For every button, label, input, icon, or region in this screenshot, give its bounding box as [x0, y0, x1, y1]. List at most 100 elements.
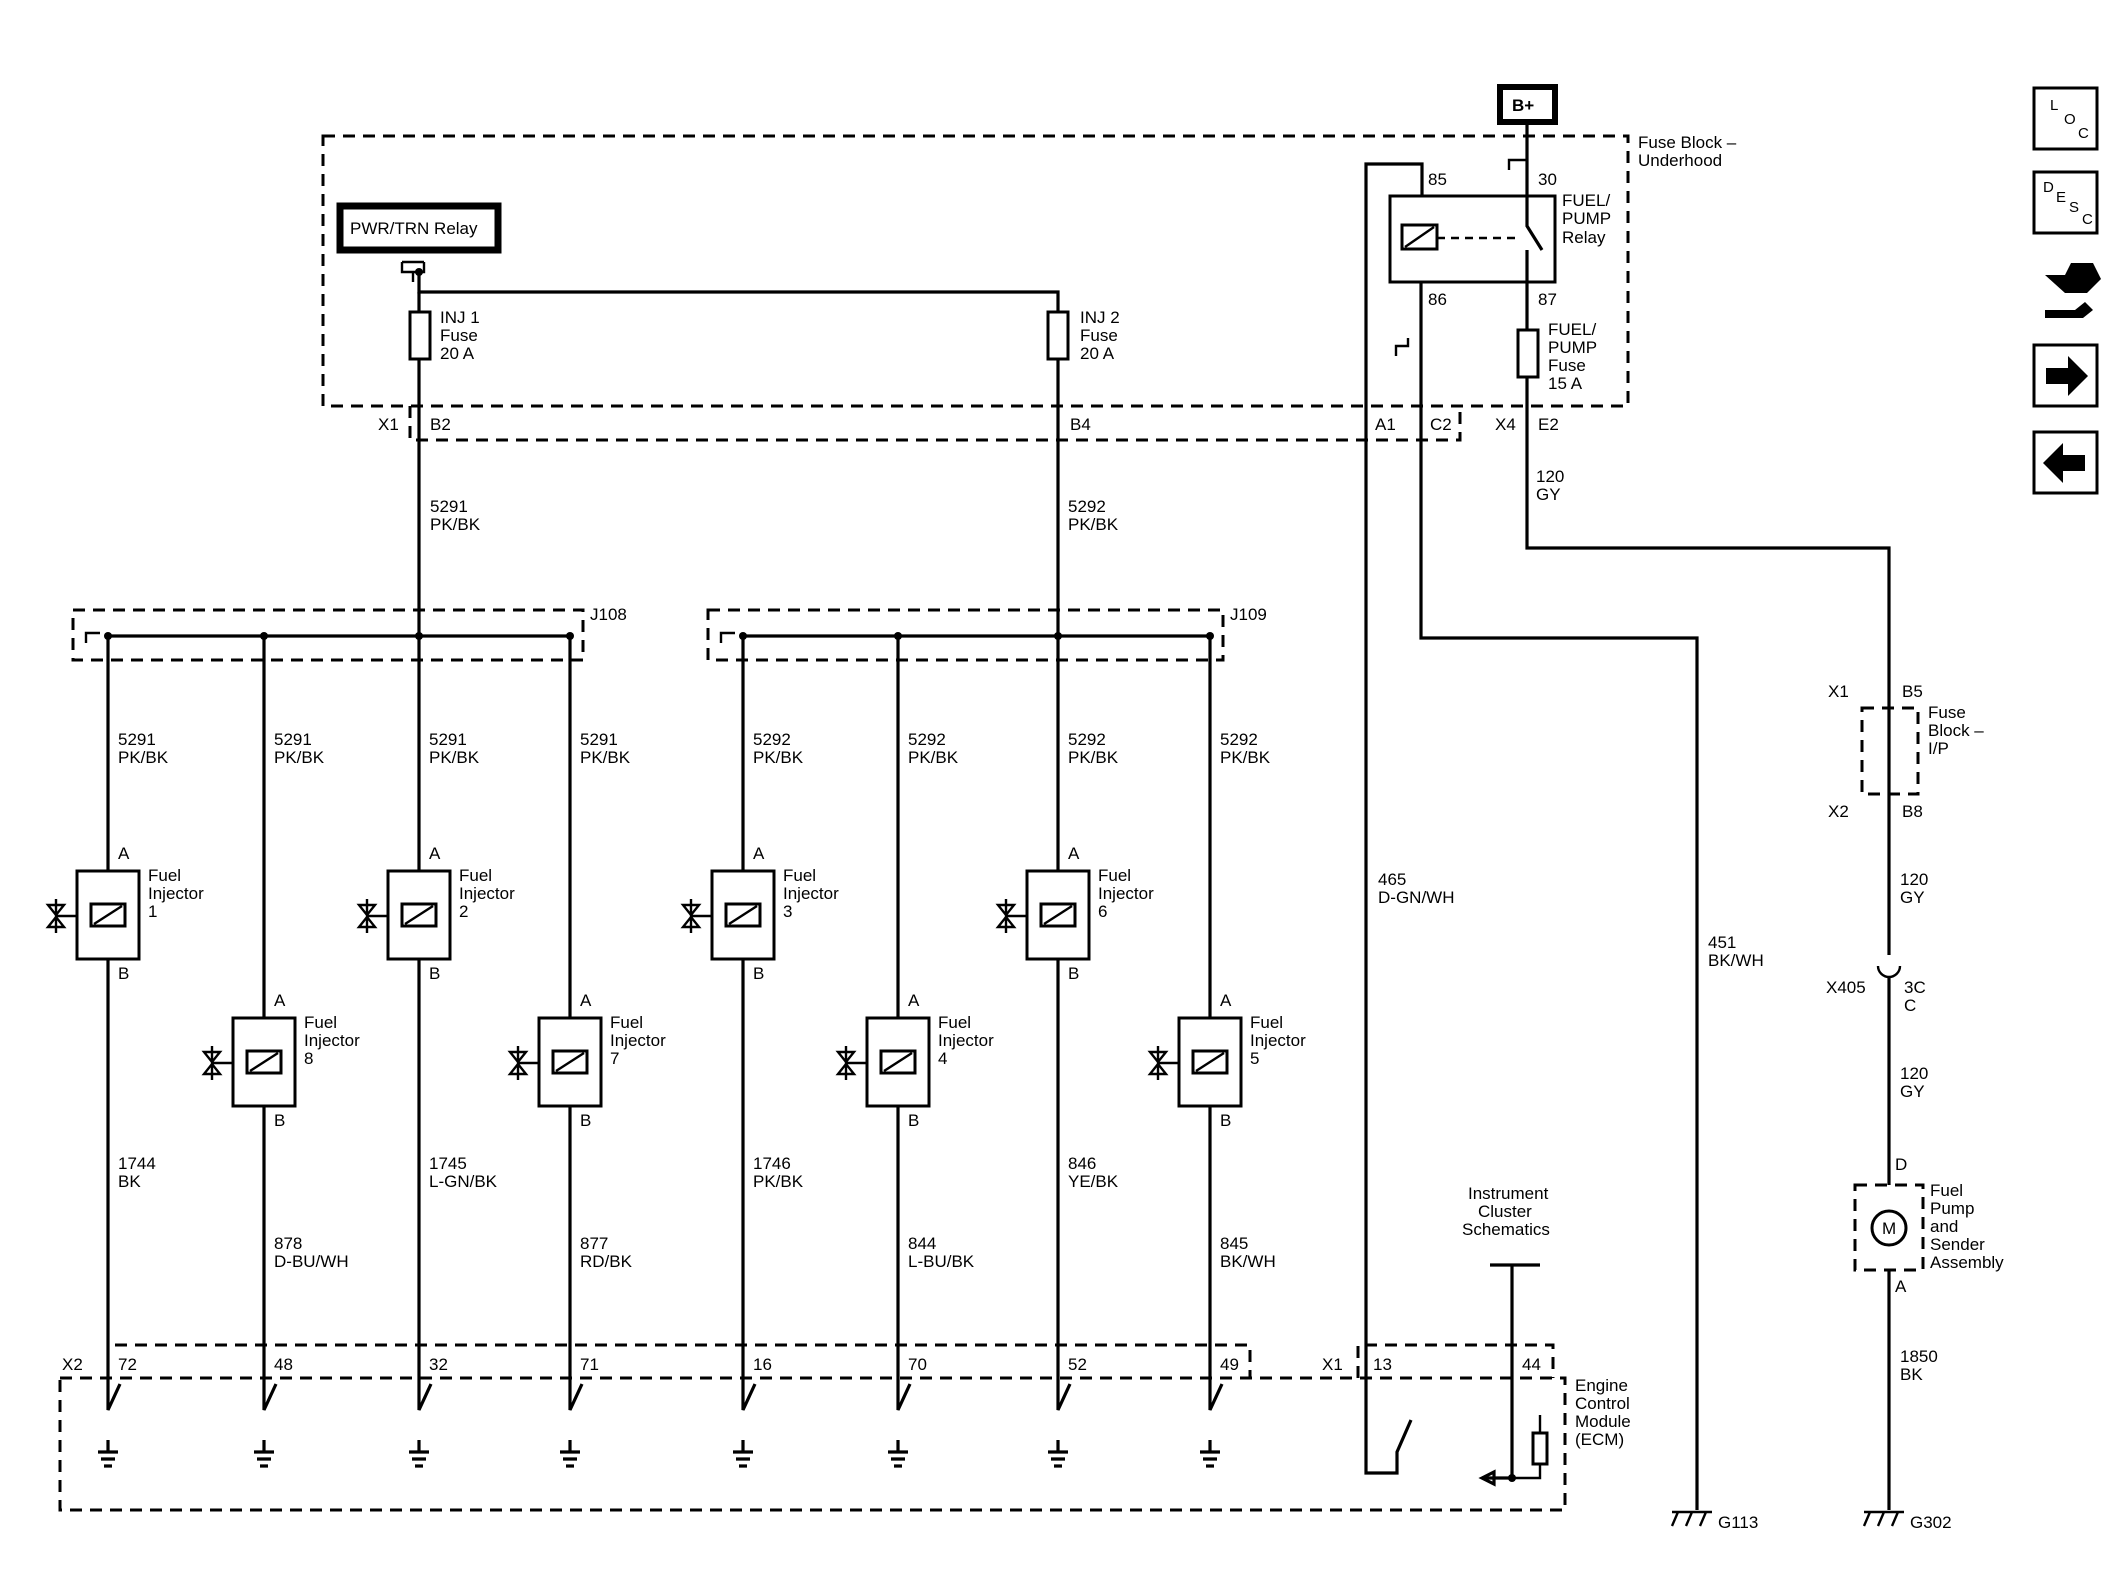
connector-wrench-icon [2045, 263, 2101, 318]
conn-b2: B2 [430, 415, 451, 434]
injector-valve-icon-1 [45, 899, 77, 933]
pwr-trn-relay-box [336, 202, 502, 254]
injector-ctrl-num-5: 1746 [753, 1154, 791, 1173]
ecm-ground-6 [888, 1440, 908, 1468]
injector-pin-a-4: A [580, 991, 592, 1010]
injector-valve-icon-3 [356, 899, 388, 933]
injector-ctrl-color-5: PK/BK [753, 1172, 804, 1191]
injector-feed-num-3: 5291 [429, 730, 467, 749]
injector-pin-b-4: B [580, 1111, 591, 1130]
injector-pin-a-6: A [908, 991, 920, 1010]
injector-wire-5 [741, 636, 757, 1411]
fuse-block-underhood-outline [321, 134, 1630, 408]
ecm-ground-1 [98, 1440, 118, 1468]
ecm-connector-x1 [1356, 1343, 1555, 1378]
ecm-pin-49: 49 [1220, 1355, 1239, 1374]
instrument-cluster-3: Schematics [1462, 1220, 1550, 1239]
injector-name-2-7: Injector [1098, 884, 1154, 903]
splice-j108-label: J108 [590, 605, 627, 624]
ground-g113-symbol [1670, 1510, 1712, 1527]
pump-name-1: Fuel [1930, 1181, 1963, 1200]
description-button-e: E [2056, 189, 2066, 206]
ecm-x2-label: X2 [62, 1355, 83, 1374]
ecm-connector-x2 [106, 1343, 1252, 1378]
injector-name-3-2: 8 [304, 1049, 313, 1068]
injector-feed-num-4: 5291 [580, 730, 618, 749]
injector-pin-a-7: A [1068, 844, 1080, 863]
fuse-block-ip-title-3: I/P [1928, 739, 1949, 758]
wire-465-color: D-GN/WH [1378, 888, 1454, 907]
ecm-ground-3 [409, 1440, 429, 1468]
wire-1850-num: 1850 [1900, 1347, 1938, 1366]
fuse-block-underhood-title: Fuse Block – [1638, 133, 1737, 152]
ecm-outline [58, 1376, 1567, 1512]
injector-wire-4 [568, 636, 584, 1411]
injector-pin-a-2: A [274, 991, 286, 1010]
injector-pin-b-7: B [1068, 964, 1079, 983]
injector-coil-mark-1 [93, 904, 123, 926]
fuel-pump-fuse-label-2: PUMP [1548, 338, 1597, 357]
next-page-button[interactable] [2032, 343, 2099, 408]
injector-name-3-1: 1 [148, 902, 157, 921]
injector-pin-a-8: A [1220, 991, 1232, 1010]
injector-feed-color-8: PK/BK [1220, 748, 1271, 767]
description-button[interactable]: D E S C [2032, 170, 2099, 235]
injector-name-2-1: Injector [148, 884, 204, 903]
injector-name-2-6: Injector [938, 1031, 994, 1050]
injector-wire-8 [1208, 636, 1224, 1411]
injector-ctrl-num-6: 844 [908, 1234, 936, 1253]
previous-page-button[interactable] [2032, 430, 2099, 495]
injector-wire-7 [1056, 636, 1072, 1411]
connector-view-button[interactable] [2045, 263, 2101, 318]
injector-coil-mark-3 [404, 904, 434, 926]
description-button-d: D [2043, 179, 2054, 196]
x405-connector [1876, 965, 1902, 979]
injector-ctrl-num-8: 845 [1220, 1234, 1248, 1253]
injector-feed-num-8: 5292 [1220, 730, 1258, 749]
injector-ctrl-num-2: 878 [274, 1234, 302, 1253]
location-button[interactable]: L O C [2032, 86, 2099, 151]
ecm-pin-72: 72 [118, 1355, 137, 1374]
ecm-ground-2 [254, 1440, 274, 1468]
conn-x4: X4 [1495, 415, 1516, 434]
pump-name-3: and [1930, 1217, 1958, 1236]
ecm-name-2: Control [1575, 1394, 1630, 1413]
injector-feed-color-1: PK/BK [118, 748, 169, 767]
injector-name-2-3: Injector [459, 884, 515, 903]
injector-name-1-3: Fuel [459, 866, 492, 885]
feed-120-color: GY [1536, 485, 1561, 504]
injector-pin-b-6: B [908, 1111, 919, 1130]
ecm-name-4: (ECM) [1575, 1430, 1624, 1449]
pump-120c-num: 120 [1900, 1064, 1928, 1083]
relay-pin-86: 86 [1428, 290, 1447, 309]
injector-feed-num-5: 5292 [753, 730, 791, 749]
location-button-c: C [2078, 125, 2089, 142]
injector-group: ABFuelInjector15291PK/BK1744BK72ABFuelIn… [45, 632, 1306, 1468]
injector-valve-icon-7 [995, 899, 1027, 933]
injector-ctrl-num-1: 1744 [118, 1154, 156, 1173]
injector-name-3-5: 3 [783, 902, 792, 921]
fuse-block-connector-strip [408, 406, 1462, 442]
conn-b4: B4 [1070, 415, 1091, 434]
ecm-name-1: Engine [1575, 1376, 1628, 1395]
injector-name-3-7: 6 [1098, 902, 1107, 921]
injector-name-1-5: Fuel [783, 866, 816, 885]
inj1-fuse-label-3: 20 A [440, 344, 475, 363]
ecm-pin-52: 52 [1068, 1355, 1087, 1374]
instrument-cluster-2: Cluster [1478, 1202, 1532, 1221]
injector-pin-b-8: B [1220, 1111, 1231, 1130]
description-button-c: C [2082, 211, 2093, 228]
instrument-cluster-1: Instrument [1468, 1184, 1549, 1203]
injector-pin-b-5: B [753, 964, 764, 983]
feed-5291-color: PK/BK [430, 515, 481, 534]
x405-pin-c: C [1904, 996, 1916, 1015]
location-button-o: O [2064, 111, 2076, 128]
injector-coil-mark-8 [1195, 1051, 1225, 1073]
injector-feed-color-7: PK/BK [1068, 748, 1119, 767]
inj2-fuse-label-3: 20 A [1080, 344, 1115, 363]
injector-pin-a-3: A [429, 844, 441, 863]
x405-pin-3c: 3C [1904, 978, 1926, 997]
fuse-block-ip-title-2: Block – [1928, 721, 1984, 740]
injector-ctrl-color-4: RD/BK [580, 1252, 633, 1271]
ecm-x1-label: X1 [1322, 1355, 1343, 1374]
